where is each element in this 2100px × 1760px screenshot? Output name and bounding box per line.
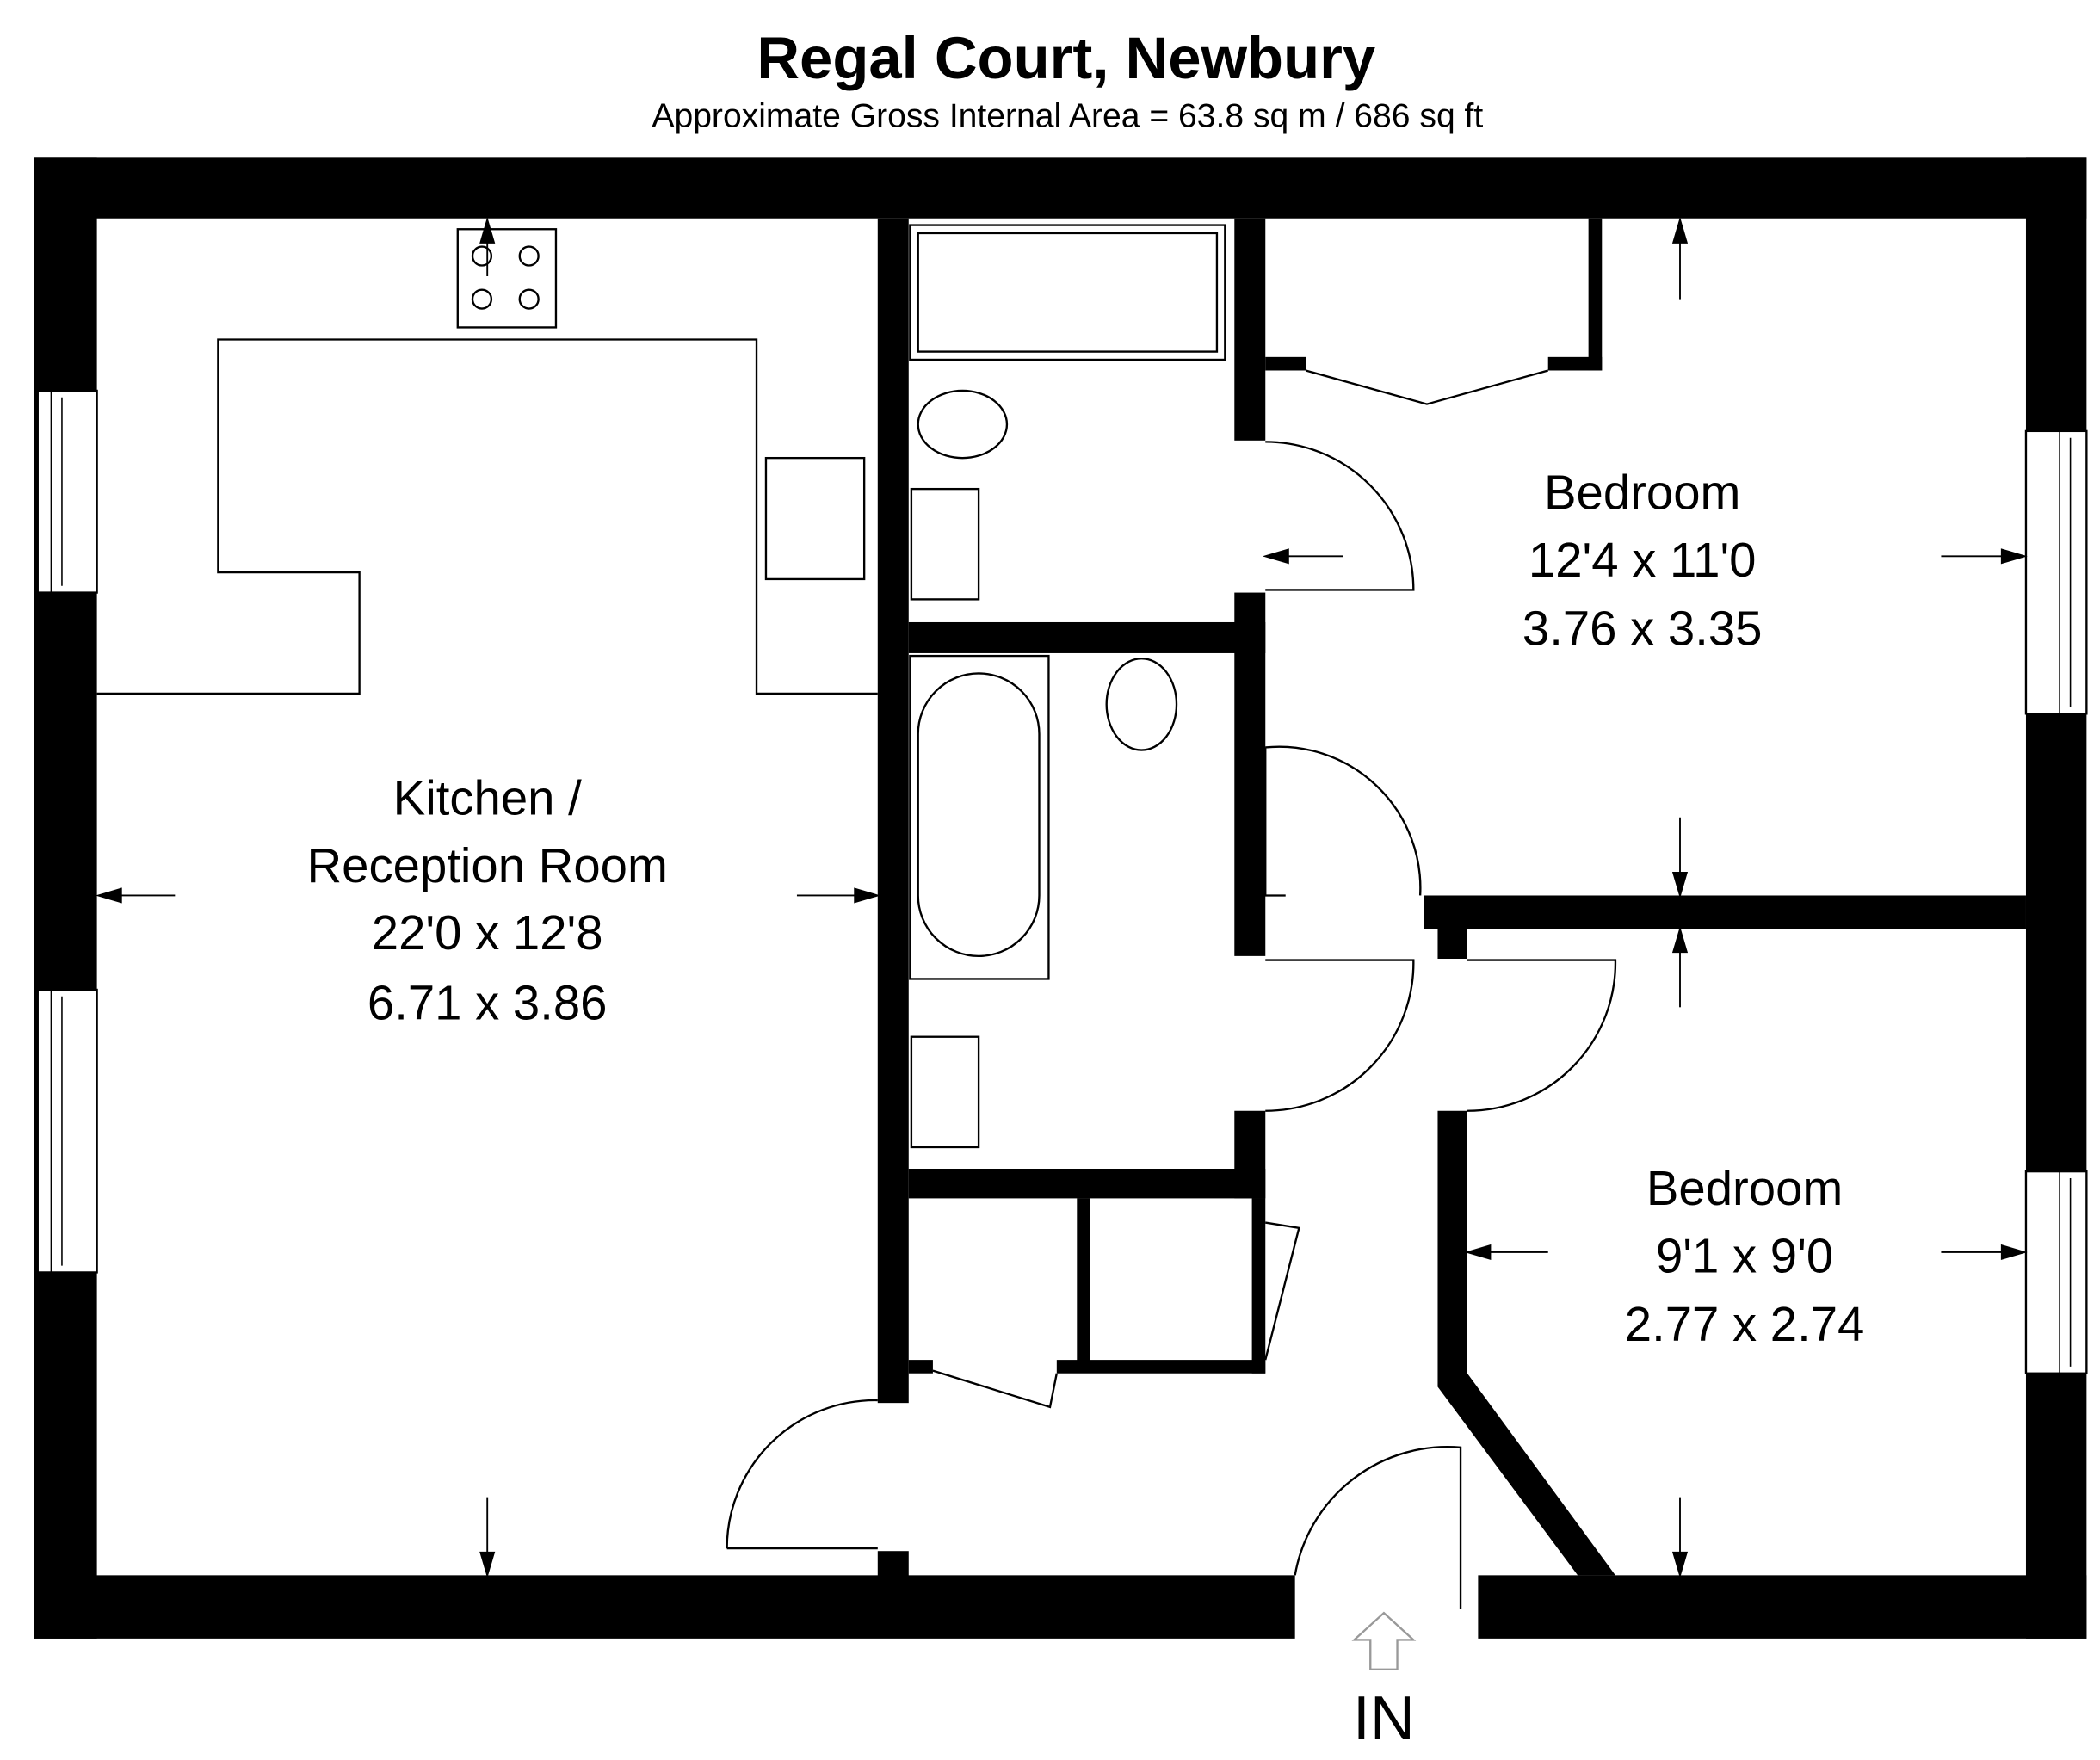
svg-text:Reception Room: Reception Room [307,838,668,892]
entrance-arrow-icon [1351,1611,1417,1671]
svg-text:Kitchen /: Kitchen / [393,771,582,825]
entrance-label: IN [1353,1684,1415,1753]
dimension-arrows [95,216,2028,1578]
shower-icon [909,224,1226,361]
toilet-icon [917,389,1009,460]
svg-text:2.77 x 2.74: 2.77 x 2.74 [1625,1297,1865,1351]
doors [726,369,1617,1609]
interior-walls [877,218,2026,1578]
plan-title: Regal Court, Newbury [757,25,1375,91]
svg-text:9'1 x 9'0: 9'1 x 9'0 [1656,1228,1833,1282]
basin-icon [910,1035,980,1149]
fixtures [96,224,1226,1149]
svg-text:12'4 x 11'0: 12'4 x 11'0 [1529,533,1757,587]
svg-text:Bedroom: Bedroom [1544,466,1740,520]
room-bedroom-1: Bedroom 12'4 x 11'0 3.76 x 3.35 [1522,466,1763,656]
toilet-icon [1105,658,1178,751]
svg-text:22'0 x 12'8: 22'0 x 12'8 [372,905,603,960]
bath-icon [909,654,1050,980]
windows [36,389,2088,1374]
svg-text:6.71 x 3.86: 6.71 x 3.86 [368,975,608,1029]
svg-text:3.76 x 3.35: 3.76 x 3.35 [1522,602,1763,656]
svg-text:Bedroom: Bedroom [1646,1161,1843,1215]
hob-icon [456,228,558,329]
plan-subtitle: Approximate Gross Internal Area = 63.8 s… [652,97,1483,134]
kitchen-sink-icon [764,456,866,581]
room-bedroom-2: Bedroom 9'1 x 9'0 2.77 x 2.74 [1625,1161,1865,1351]
room-kitchen-reception: Kitchen / Reception Room 22'0 x 12'8 6.7… [307,771,668,1030]
basin-icon [910,487,980,601]
